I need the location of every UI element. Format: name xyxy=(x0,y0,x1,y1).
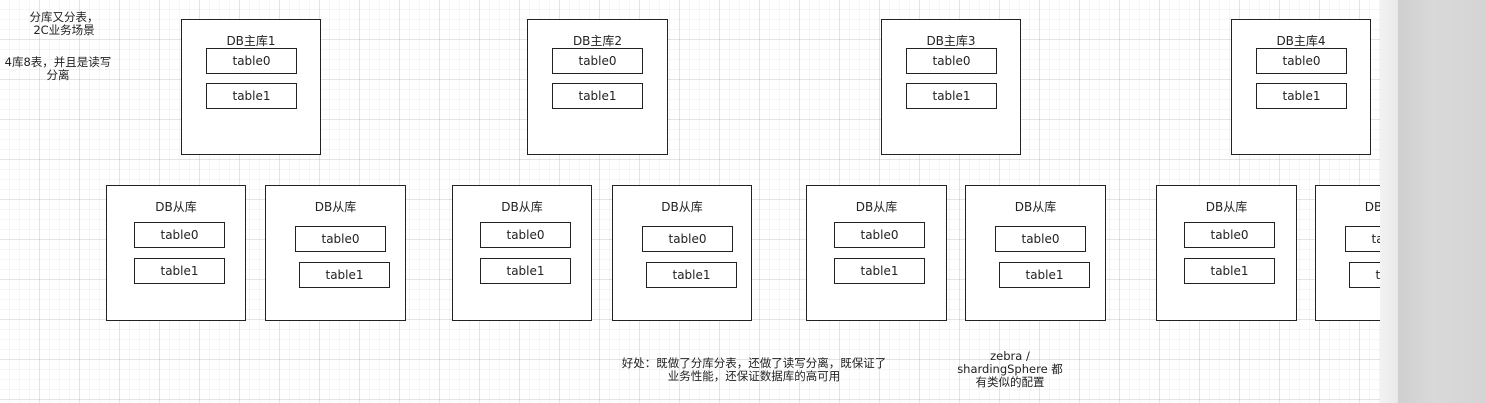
slave-db-title: DB从库 xyxy=(661,200,703,214)
benefit-note-line-1: 好处：既做了分库分表，还做了读写分离，既保证了 xyxy=(621,356,887,370)
master-db-2[interactable]: DB主库2 table0 table1 xyxy=(527,19,668,155)
slave-db-4a[interactable]: DB从库 table0 table1 xyxy=(1156,185,1297,321)
tools-note-line-3: 有类似的配置 xyxy=(975,375,1045,389)
slave-db-2a[interactable]: DB从库 table0 table1 xyxy=(452,185,592,321)
slave-db-table-1[interactable]: table1 xyxy=(480,258,571,284)
master-db-table-0[interactable]: table0 xyxy=(552,48,643,74)
slave-db-3a[interactable]: DB从库 table0 table1 xyxy=(806,185,947,321)
slave-db-table-0[interactable]: table0 xyxy=(642,226,733,252)
slave-db-title: DB从库 xyxy=(314,200,357,214)
slave-db-1b[interactable]: DB从库 table0 table1 xyxy=(265,185,406,321)
benefit-note: 好处：既做了分库分表，还做了读写分离，既保证了 业务性能，还保证数据库的高可用 xyxy=(604,357,904,383)
slave-db-table-0[interactable]: table0 xyxy=(995,226,1086,252)
slave-db-3b[interactable]: DB从库 table0 table1 xyxy=(965,185,1106,321)
tools-note-line-1: zebra / xyxy=(990,349,1030,363)
slave-db-title: DB从库 xyxy=(1205,200,1248,214)
master-db-title: DB主库3 xyxy=(926,34,976,48)
slave-db-table-1[interactable]: table1 xyxy=(1184,258,1275,284)
slave-db-table-0[interactable]: table0 xyxy=(480,222,571,248)
master-db-title: DB主库2 xyxy=(572,34,623,48)
slave-db-title: DB从库 xyxy=(501,200,543,214)
master-db-table-1[interactable]: table1 xyxy=(1256,83,1347,109)
tools-note: zebra / shardingSphere 都 有类似的配置 xyxy=(948,350,1072,389)
layout-note: 4库8表，并且是读写 分离 xyxy=(2,56,114,82)
slave-db-table-0[interactable]: table0 xyxy=(295,226,386,252)
master-db-title: DB主库1 xyxy=(226,34,276,48)
slave-db-table-1[interactable]: table1 xyxy=(834,258,925,284)
benefit-note-line-2: 业务性能，还保证数据库的高可用 xyxy=(667,369,841,383)
diagram-canvas[interactable]: 分库又分表， 2C业务场景 4库8表，并且是读写 分离 DB主库1 table0… xyxy=(0,0,1456,403)
slave-db-table-1[interactable]: table1 xyxy=(646,262,737,288)
slave-db-table-0[interactable]: table0 xyxy=(1184,222,1275,248)
master-db-table-1[interactable]: table1 xyxy=(552,83,643,109)
slave-db-title: DB从库 xyxy=(855,200,898,214)
layout-note-line-1: 4库8表，并且是读写 xyxy=(4,55,112,69)
master-db-table-1[interactable]: table1 xyxy=(206,83,297,109)
master-db-table-1[interactable]: table1 xyxy=(906,83,997,109)
tools-note-line-2: shardingSphere 都 xyxy=(957,362,1063,376)
page-edge xyxy=(1380,0,1398,403)
slave-db-table-1[interactable]: table1 xyxy=(299,262,390,288)
layout-note-line-2: 分离 xyxy=(46,68,70,82)
scenario-note-line-2: 2C业务场景 xyxy=(33,23,95,37)
slave-db-title: DB从库 xyxy=(1014,200,1057,214)
slave-db-2b[interactable]: DB从库 table0 table1 xyxy=(612,185,752,321)
slave-db-1a[interactable]: DB从库 table0 table1 xyxy=(106,185,246,321)
slave-db-table-1[interactable]: table1 xyxy=(134,258,225,284)
master-db-table-0[interactable]: table0 xyxy=(1256,48,1347,74)
master-db-4[interactable]: DB主库4 table0 table1 xyxy=(1231,19,1371,155)
master-db-table-0[interactable]: table0 xyxy=(206,48,297,74)
master-db-title: DB主库4 xyxy=(1276,34,1326,48)
master-db-1[interactable]: DB主库1 table0 table1 xyxy=(181,19,321,155)
slave-db-table-1[interactable]: table1 xyxy=(999,262,1090,288)
slave-db-title: DB从库 xyxy=(155,200,197,214)
master-db-table-0[interactable]: table0 xyxy=(906,48,997,74)
scenario-note: 分库又分表， 2C业务场景 xyxy=(14,11,114,37)
slave-db-table-0[interactable]: table0 xyxy=(134,222,225,248)
slave-db-table-0[interactable]: table0 xyxy=(834,222,925,248)
scenario-note-line-1: 分库又分表， xyxy=(29,10,99,24)
outside-page-area xyxy=(1398,0,1486,403)
master-db-3[interactable]: DB主库3 table0 table1 xyxy=(881,19,1021,155)
